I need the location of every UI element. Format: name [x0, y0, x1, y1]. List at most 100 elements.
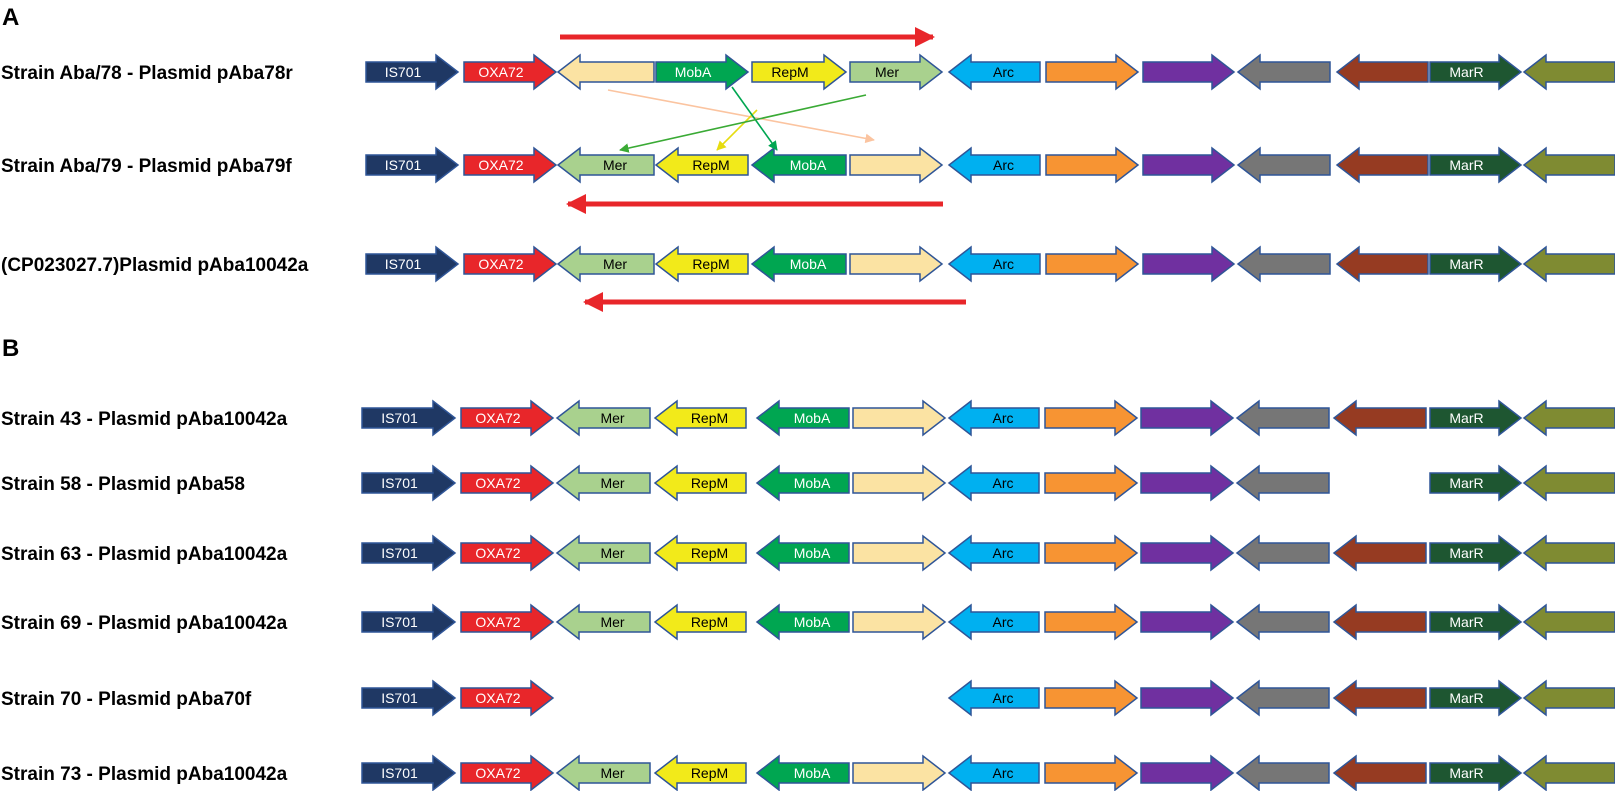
gene-arrow-unlabeled: [1044, 399, 1139, 437]
gene-arrow-unlabeled: [1044, 603, 1139, 641]
gene-arrow-oxa72: [460, 534, 555, 572]
gene-label: OXA72: [478, 256, 523, 272]
row-label: Strain 73 - Plasmid pAba10042a: [1, 764, 288, 785]
gene-arrow-unlabeled: [1522, 399, 1615, 437]
row-label: Strain Aba/79 - Plasmid pAba79f: [1, 156, 292, 177]
gene-label: MarR: [1449, 475, 1483, 491]
gene-label: RepM: [771, 64, 808, 80]
gene-arrow-marr: [1429, 534, 1523, 572]
row-label: Strain 58 - Plasmid pAba58: [1, 474, 245, 495]
gene-label: IS701: [385, 157, 422, 173]
gene-arrow-unlabeled: [849, 245, 944, 283]
gene-arrow-oxa72: [460, 603, 555, 641]
gene-label: Mer: [875, 64, 899, 80]
gene-arrow-arc: [947, 464, 1040, 502]
gene-label: Mer: [600, 410, 624, 426]
gene-arrow-is701: [361, 399, 457, 437]
gene-label: RepM: [691, 410, 728, 426]
inversion-arrows: [560, 27, 966, 312]
gene-arrow-moba: [750, 146, 847, 184]
gene-label: OXA72: [475, 690, 520, 706]
gene-arrow-is701: [361, 534, 457, 572]
gene-arrow-unlabeled: [1045, 245, 1140, 283]
gene-label: MobA: [675, 64, 712, 80]
rearrangement-arrows: [607, 86, 875, 153]
gene-label: MarR: [1449, 765, 1483, 781]
gene-arrow-mer: [555, 754, 651, 791]
gene-arrow-unlabeled: [1140, 399, 1235, 437]
gene-arrow-oxa72: [460, 754, 555, 791]
gene-arrow-arc: [947, 53, 1041, 91]
gene-label: MarR: [1449, 545, 1483, 561]
row-label: (CP023027.7)Plasmid pAba10042a: [1, 255, 309, 276]
gene-label: MarR: [1449, 256, 1483, 272]
gene-arrow-unlabeled: [852, 603, 947, 641]
gene-label: OXA72: [475, 545, 520, 561]
gene-arrow-repm: [653, 534, 747, 572]
gene-arrow-unlabeled: [852, 754, 947, 791]
gene-arrow-mer: [555, 399, 651, 437]
gene-arrow-unlabeled: [1235, 464, 1330, 502]
gene-arrow-repm: [751, 53, 848, 91]
gene-label: Arc: [993, 475, 1014, 491]
gene-arrow-moba: [655, 53, 750, 91]
gene-arrow-is701: [361, 754, 457, 791]
gene-arrow-is701: [361, 603, 457, 641]
gene-arrow-marr: [1429, 603, 1523, 641]
gene-arrow-unlabeled: [1142, 53, 1236, 91]
gene-arrow-marr: [1429, 399, 1523, 437]
light-orf-move-arrow: [607, 89, 875, 144]
gene-arrow-unlabeled: [1235, 399, 1330, 437]
gene-arrow-repm: [654, 245, 749, 283]
gene-arrow-arc: [947, 245, 1041, 283]
gene-label: OXA72: [475, 410, 520, 426]
gene-arrow-unlabeled: [1044, 679, 1139, 717]
gene-label: RepM: [692, 256, 729, 272]
gene-arrow-unlabeled: [1236, 53, 1331, 91]
gene-arrow-unlabeled: [1332, 754, 1427, 791]
gene-arrow-unlabeled: [852, 399, 947, 437]
gene-arrow-unlabeled: [1522, 53, 1615, 91]
gene-label: MarR: [1449, 690, 1483, 706]
gene-arrow-oxa72: [460, 464, 555, 502]
gene-arrow-unlabeled: [1522, 679, 1615, 717]
gene-arrow-repm: [653, 603, 747, 641]
gene-label: RepM: [691, 765, 728, 781]
gene-arrow-unlabeled: [1140, 603, 1235, 641]
gene-label: RepM: [691, 614, 728, 630]
gene-arrow-oxa72: [460, 399, 555, 437]
gene-arrow-oxa72: [460, 679, 555, 717]
gene-label: Arc: [993, 64, 1014, 80]
gene-label: Arc: [993, 256, 1014, 272]
gene-arrow-unlabeled: [1332, 603, 1427, 641]
gene-label: MobA: [794, 475, 831, 491]
gene-arrow-unlabeled: [1236, 146, 1331, 184]
gene-label: RepM: [692, 157, 729, 173]
gene-label: OXA72: [475, 475, 520, 491]
gene-label: MobA: [790, 256, 827, 272]
gene-label: Arc: [993, 690, 1014, 706]
gene-label: Mer: [600, 545, 624, 561]
gene-arrow-unlabeled: [1142, 245, 1236, 283]
gene-label: IS701: [381, 545, 418, 561]
gene-label: MarR: [1449, 410, 1483, 426]
gene-arrow-arc: [947, 679, 1040, 717]
gene-label: Mer: [600, 765, 624, 781]
gene-label: MobA: [794, 765, 831, 781]
gene-label: IS701: [381, 690, 418, 706]
gene-arrow-mer: [556, 245, 655, 283]
gene-arrow-arc: [947, 399, 1040, 437]
gene-arrow-unlabeled: [1522, 245, 1615, 283]
gene-arrow-unlabeled: [1332, 679, 1427, 717]
gene-arrow-arc: [947, 146, 1041, 184]
gene-arrow-unlabeled: [1332, 534, 1427, 572]
gene-arrow-unlabeled: [1335, 245, 1429, 283]
gene-arrow-is701: [361, 464, 457, 502]
gene-label: MarR: [1449, 157, 1483, 173]
gene-arrow-unlabeled: [1522, 754, 1615, 791]
gene-arrow-oxa72: [463, 245, 558, 283]
gene-arrow-unlabeled: [1140, 754, 1235, 791]
row-label: Strain 69 - Plasmid pAba10042a: [1, 613, 288, 634]
